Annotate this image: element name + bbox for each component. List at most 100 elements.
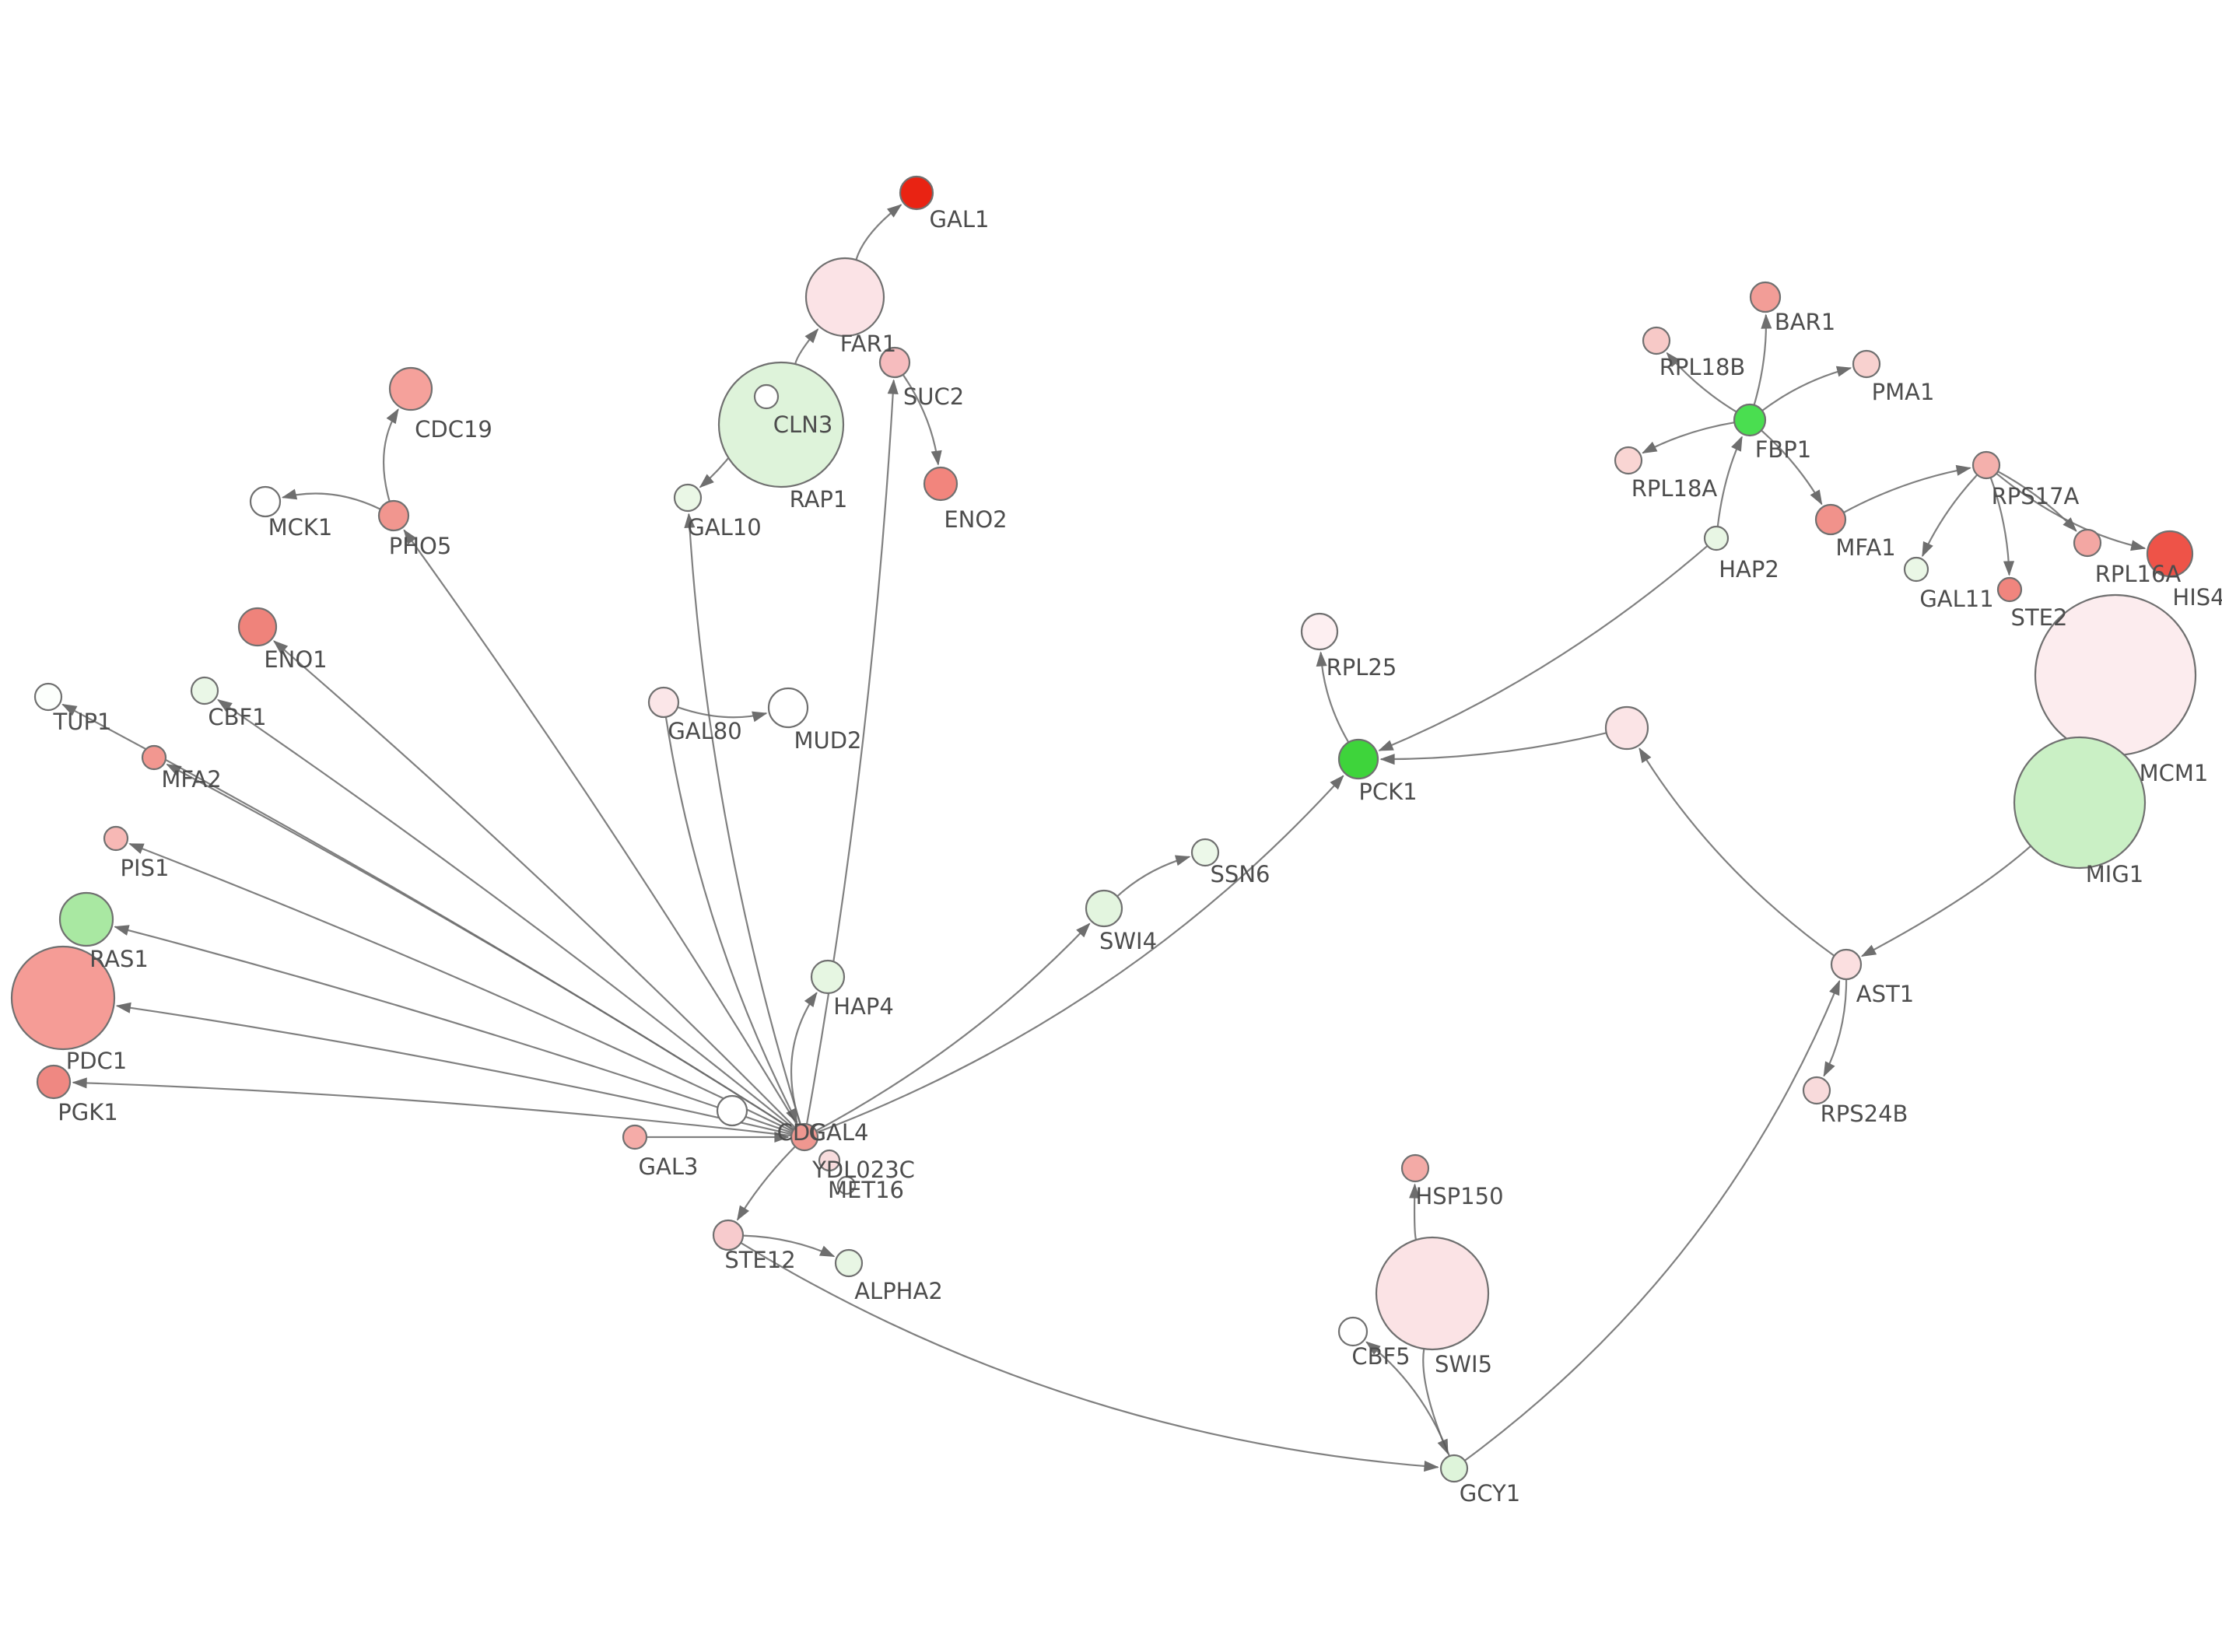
edge-gal4-ras1[interactable] bbox=[114, 925, 793, 1134]
node-rps17a[interactable] bbox=[1971, 450, 2001, 480]
node-suc2[interactable] bbox=[878, 346, 911, 379]
node-pck1[interactable] bbox=[1337, 738, 1379, 780]
node-alpha2[interactable] bbox=[834, 1248, 864, 1278]
edge-gcy1-ast1[interactable] bbox=[1464, 979, 1841, 1461]
node-far1[interactable] bbox=[804, 257, 885, 338]
node-ydl023c[interactable] bbox=[818, 1149, 841, 1172]
node-gal80[interactable] bbox=[647, 686, 680, 719]
edge-gal80-mud2[interactable] bbox=[677, 706, 768, 723]
edge-fbp1-rpl18a[interactable] bbox=[1642, 422, 1735, 454]
node-rpl18b[interactable] bbox=[1642, 326, 1671, 355]
edge-fbp1-pma1[interactable] bbox=[1761, 366, 1852, 411]
edge-swi4-ssn6[interactable] bbox=[1116, 855, 1191, 898]
node-gal10[interactable] bbox=[673, 483, 703, 513]
edge-fbp1-mfa1[interactable] bbox=[1761, 429, 1823, 506]
node-cdcx[interactable] bbox=[716, 1094, 748, 1127]
node-mck1[interactable] bbox=[249, 485, 282, 518]
node-gal11[interactable] bbox=[1903, 556, 1929, 583]
node-pgk1[interactable] bbox=[36, 1064, 72, 1100]
node-eno2[interactable] bbox=[923, 466, 959, 502]
node-gal4[interactable] bbox=[790, 1122, 819, 1152]
edge-ast1-rps24b[interactable] bbox=[1823, 978, 1848, 1077]
edge-gal4-swi4[interactable] bbox=[815, 922, 1091, 1132]
node-ste2[interactable] bbox=[1996, 576, 2023, 603]
edge-gal4-pgk1[interactable] bbox=[72, 1077, 792, 1137]
edge-rps17a-ste2[interactable] bbox=[1989, 477, 2015, 576]
node-hsp150[interactable] bbox=[1400, 1153, 1430, 1183]
node-pho5[interactable] bbox=[377, 499, 410, 532]
node-mfa2[interactable] bbox=[141, 744, 167, 771]
edge-ste12-alpha2[interactable] bbox=[742, 1234, 836, 1258]
node-rps24b[interactable] bbox=[1802, 1076, 1831, 1105]
edge-pck1-rpl25[interactable] bbox=[1316, 651, 1350, 743]
node-gal3[interactable] bbox=[622, 1124, 648, 1150]
edge-swi5-gcy1[interactable] bbox=[1422, 1349, 1449, 1455]
node-blank1[interactable] bbox=[1604, 705, 1649, 751]
node-ste12[interactable] bbox=[712, 1219, 745, 1251]
edge-pho5-mck1[interactable] bbox=[281, 488, 381, 510]
node-gcy1[interactable] bbox=[1439, 1454, 1469, 1483]
node-label-pgk1: PGK1 bbox=[58, 1099, 117, 1125]
node-rap1[interactable] bbox=[753, 383, 780, 410]
node-mud2[interactable] bbox=[767, 687, 809, 729]
edge-cln3-far1[interactable] bbox=[794, 328, 819, 365]
node-cbf1[interactable] bbox=[190, 676, 219, 705]
node-bar1[interactable] bbox=[1749, 281, 1782, 313]
node-pdc1[interactable] bbox=[10, 945, 116, 1051]
edge-gal4-pck1[interactable] bbox=[816, 775, 1344, 1134]
edge-suc2-eno2[interactable] bbox=[902, 374, 942, 466]
edge-gal4-suc2[interactable] bbox=[805, 379, 899, 1125]
edge-gal4-hap4[interactable] bbox=[790, 992, 818, 1125]
node-hap4[interactable] bbox=[810, 959, 846, 995]
node-eno1[interactable] bbox=[237, 607, 278, 647]
edge-gal4-mfa2[interactable] bbox=[166, 763, 794, 1131]
node-swi4[interactable] bbox=[1085, 889, 1123, 928]
node-ras1[interactable] bbox=[58, 891, 114, 947]
node-ast1[interactable] bbox=[1830, 948, 1863, 981]
node-label-mck1: MCK1 bbox=[268, 514, 333, 541]
node-gal1[interactable] bbox=[899, 175, 934, 211]
node-tup1[interactable] bbox=[33, 682, 63, 712]
edge-rps17a-his4[interactable] bbox=[1996, 472, 2147, 551]
node-cbf5[interactable] bbox=[1337, 1316, 1369, 1347]
node-mig1[interactable] bbox=[2013, 736, 2147, 870]
node-swi5[interactable] bbox=[1375, 1236, 1490, 1351]
edge-fbp1-rpl18b[interactable] bbox=[1666, 352, 1737, 413]
node-pis1[interactable] bbox=[103, 825, 129, 852]
node-rpl25[interactable] bbox=[1300, 612, 1339, 651]
edge-rps17a-gal11[interactable] bbox=[1922, 474, 1978, 558]
node-met16[interactable] bbox=[836, 1175, 857, 1195]
edge-fbp1-bar1[interactable] bbox=[1753, 313, 1772, 406]
edge-gal4-gal10[interactable] bbox=[684, 513, 802, 1125]
edge-pho5-cdc19[interactable] bbox=[382, 408, 399, 502]
edge-hap2-fbp1[interactable] bbox=[1716, 436, 1743, 527]
edge-mig1-ast1[interactable] bbox=[1860, 845, 2031, 957]
node-ssn6[interactable] bbox=[1190, 838, 1220, 867]
edge-gal4-cbf1[interactable] bbox=[216, 698, 795, 1130]
node-his4[interactable] bbox=[2146, 530, 2194, 578]
node-pma1[interactable] bbox=[1852, 349, 1881, 379]
edge-gal4-pis1[interactable] bbox=[128, 842, 794, 1132]
edge-rps17a-rpl16a[interactable] bbox=[1997, 471, 2077, 532]
node-fbp1[interactable] bbox=[1733, 403, 1767, 437]
edge-mfa1-rps17a[interactable] bbox=[1843, 464, 1971, 513]
edge-ast1-blank1[interactable] bbox=[1638, 747, 1835, 957]
edge-gal4-ste12[interactable] bbox=[736, 1146, 796, 1221]
edge-hap2-pck1[interactable] bbox=[1378, 544, 1709, 751]
node-hap2[interactable] bbox=[1703, 525, 1730, 551]
edge-swi5-hsp150[interactable] bbox=[1409, 1183, 1421, 1241]
node-mfa1[interactable] bbox=[1814, 503, 1847, 536]
node-rpl18a[interactable] bbox=[1614, 446, 1643, 475]
edge-gal80-gal4[interactable] bbox=[664, 716, 798, 1124]
edge-far1-gal1[interactable] bbox=[855, 204, 902, 261]
edge-blank1-pck1[interactable] bbox=[1379, 732, 1607, 765]
node-cln3[interactable] bbox=[717, 361, 845, 488]
node-rpl16a[interactable] bbox=[2073, 528, 2102, 558]
edge-gal4-eno1[interactable] bbox=[272, 640, 796, 1129]
edge-gal4-pdc1[interactable] bbox=[115, 1002, 792, 1136]
edge-gal4-pho5[interactable] bbox=[403, 529, 799, 1127]
edge-ste12-gcy1[interactable] bbox=[740, 1241, 1439, 1472]
node-label-cbf1: CBF1 bbox=[208, 704, 266, 730]
node-cdc19[interactable] bbox=[388, 366, 433, 411]
